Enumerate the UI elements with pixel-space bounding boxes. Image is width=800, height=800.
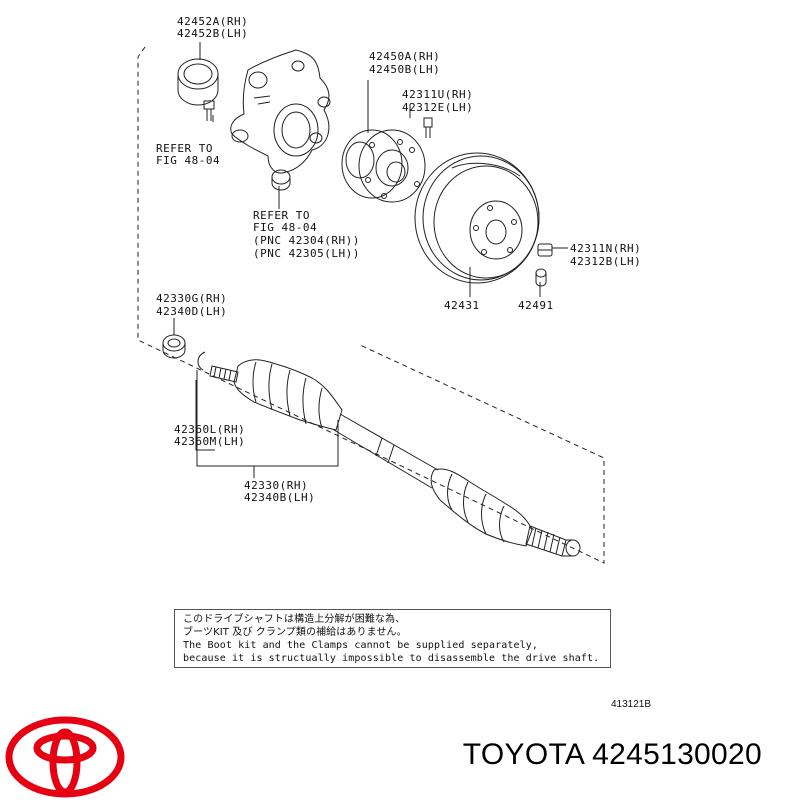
label-disc: 42431	[444, 299, 480, 312]
label-seal: 42340D(LH)	[156, 305, 227, 318]
label-refer-knuckle: (PNC 42304(RH))	[253, 234, 360, 247]
label-hub: 42450B(LH)	[369, 63, 440, 76]
snap-ring	[197, 351, 206, 371]
label-cap: 42491	[518, 299, 554, 312]
drive-shaft	[209, 359, 581, 557]
note-jp-line: このドライブシャフトは構造上分解が困難な為、	[183, 614, 406, 625]
label-refer-knuckle: REFER TO	[253, 209, 310, 222]
leader-shaft	[196, 370, 339, 467]
note-en-line: The Boot kit and the Clamps cannot be su…	[183, 640, 538, 651]
label-refer-top: REFER TO	[156, 142, 213, 155]
hub-bolt	[423, 117, 433, 138]
label-refer-knuckle: (PNC 42305(LH))	[253, 247, 360, 260]
label-seal: 42330G(RH)	[156, 292, 227, 305]
steering-knuckle	[230, 49, 331, 174]
label-nut: 42311N(RH)	[570, 242, 641, 255]
knuckle-bolt	[203, 100, 215, 121]
note-en-line: because it is structually impossible to …	[183, 653, 600, 664]
label-hub-bolt: 42311U(RH)	[402, 88, 473, 101]
label-boot: 42360L(RH)	[174, 423, 245, 436]
label-hub: 42450A(RH)	[369, 50, 440, 63]
supply-note: このドライブシャフトは構造上分解が困難な為、 ブーツKIT 及び クランプ類の補…	[174, 609, 611, 668]
label-refer-knuckle: FIG 48-04	[253, 221, 317, 234]
brake-disc	[414, 152, 540, 284]
toyota-logo-icon	[5, 716, 125, 798]
label-shaft: 42330(RH)	[244, 479, 308, 492]
leader-boot	[195, 380, 215, 451]
ball-joint	[271, 169, 291, 191]
hub-nut	[537, 243, 553, 257]
label-nut: 42312B(LH)	[570, 255, 641, 268]
diagram-id: 413121B	[611, 699, 652, 710]
note-jp-line: ブーツKIT 及び クランプ類の補給はありません。	[183, 627, 407, 638]
brand-part-number: TOYOTA 4245130020	[462, 738, 762, 771]
hub-assembly	[341, 129, 426, 203]
hub-cap	[535, 268, 547, 287]
label-shaft: 42340B(LH)	[244, 491, 315, 504]
label-bearing: 42452A(RH)	[177, 15, 248, 28]
oil-seal	[162, 334, 186, 359]
label-bearing: 42452B(LH)	[177, 27, 248, 40]
bearing-ring	[177, 58, 219, 106]
label-hub-bolt: 42312E(LH)	[402, 101, 473, 114]
label-boot: 42360M(LH)	[174, 435, 245, 448]
label-refer-top: FIG 48-04	[156, 154, 220, 167]
